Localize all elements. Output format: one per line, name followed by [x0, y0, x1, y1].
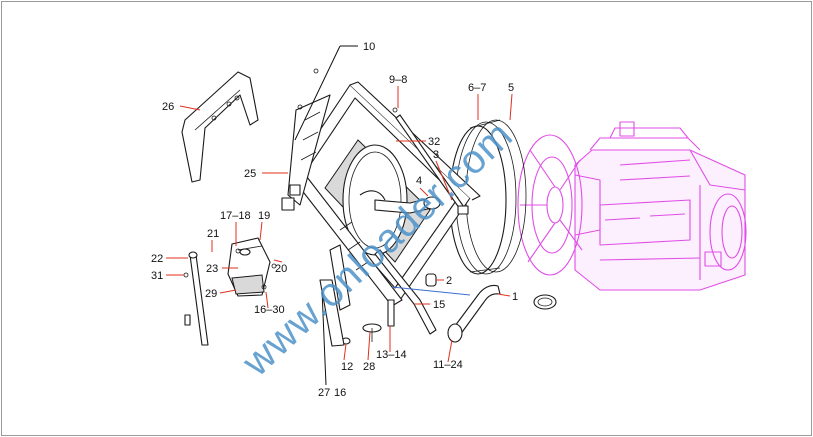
callout-9-8: 9–8: [389, 74, 407, 86]
support-rod-end: [188, 251, 198, 259]
expansion-tank: [227, 237, 271, 297]
blue-leader: [391, 286, 471, 296]
engine-block: [574, 121, 747, 291]
callout-20: 20: [275, 263, 287, 275]
callout-16: 16: [334, 387, 346, 399]
callout-12: 12: [341, 361, 353, 373]
fasteners: [183, 68, 398, 347]
callout-31: 31: [151, 270, 163, 282]
callout-15: 15: [433, 299, 445, 311]
leader-lines: [166, 45, 513, 386]
callout-1: 1: [512, 291, 518, 303]
callout-26: 26: [162, 101, 174, 113]
callout-27: 27: [318, 387, 330, 399]
callout-25: 25: [244, 168, 256, 180]
hose-clamp: [425, 273, 437, 287]
callout-17-18: 17–18: [220, 210, 251, 222]
callout-2: 2: [446, 275, 452, 287]
callout-21: 21: [207, 228, 219, 240]
callout-4: 4: [416, 175, 422, 187]
mounting-bracket: [181, 71, 259, 183]
callout-22: 22: [151, 253, 163, 265]
drain-pipe: [374, 249, 437, 335]
callout-5: 5: [508, 82, 514, 94]
callout-32: 32: [428, 136, 440, 148]
callout-11-24: 11–24: [433, 359, 463, 371]
callout-10: 10: [363, 41, 375, 53]
stay-rod-end: [457, 205, 469, 215]
callout-16-30: 16–30: [254, 304, 285, 316]
callout-labels: 10 9–8 6–7 5 26 32 3 25 4 17–18 19 21 22…: [151, 41, 518, 399]
engine-fan: [517, 134, 601, 276]
callout-28: 28: [363, 361, 375, 373]
callout-3: 3: [433, 149, 439, 161]
support-rod-pin: [184, 314, 191, 326]
upper-hose: [359, 190, 441, 214]
callout-19: 19: [258, 210, 270, 222]
callout-29: 29: [205, 288, 217, 300]
callout-23: 23: [206, 263, 218, 275]
callout-13-14: 13–14: [376, 349, 407, 361]
callout-6-7: 6–7: [468, 82, 486, 94]
